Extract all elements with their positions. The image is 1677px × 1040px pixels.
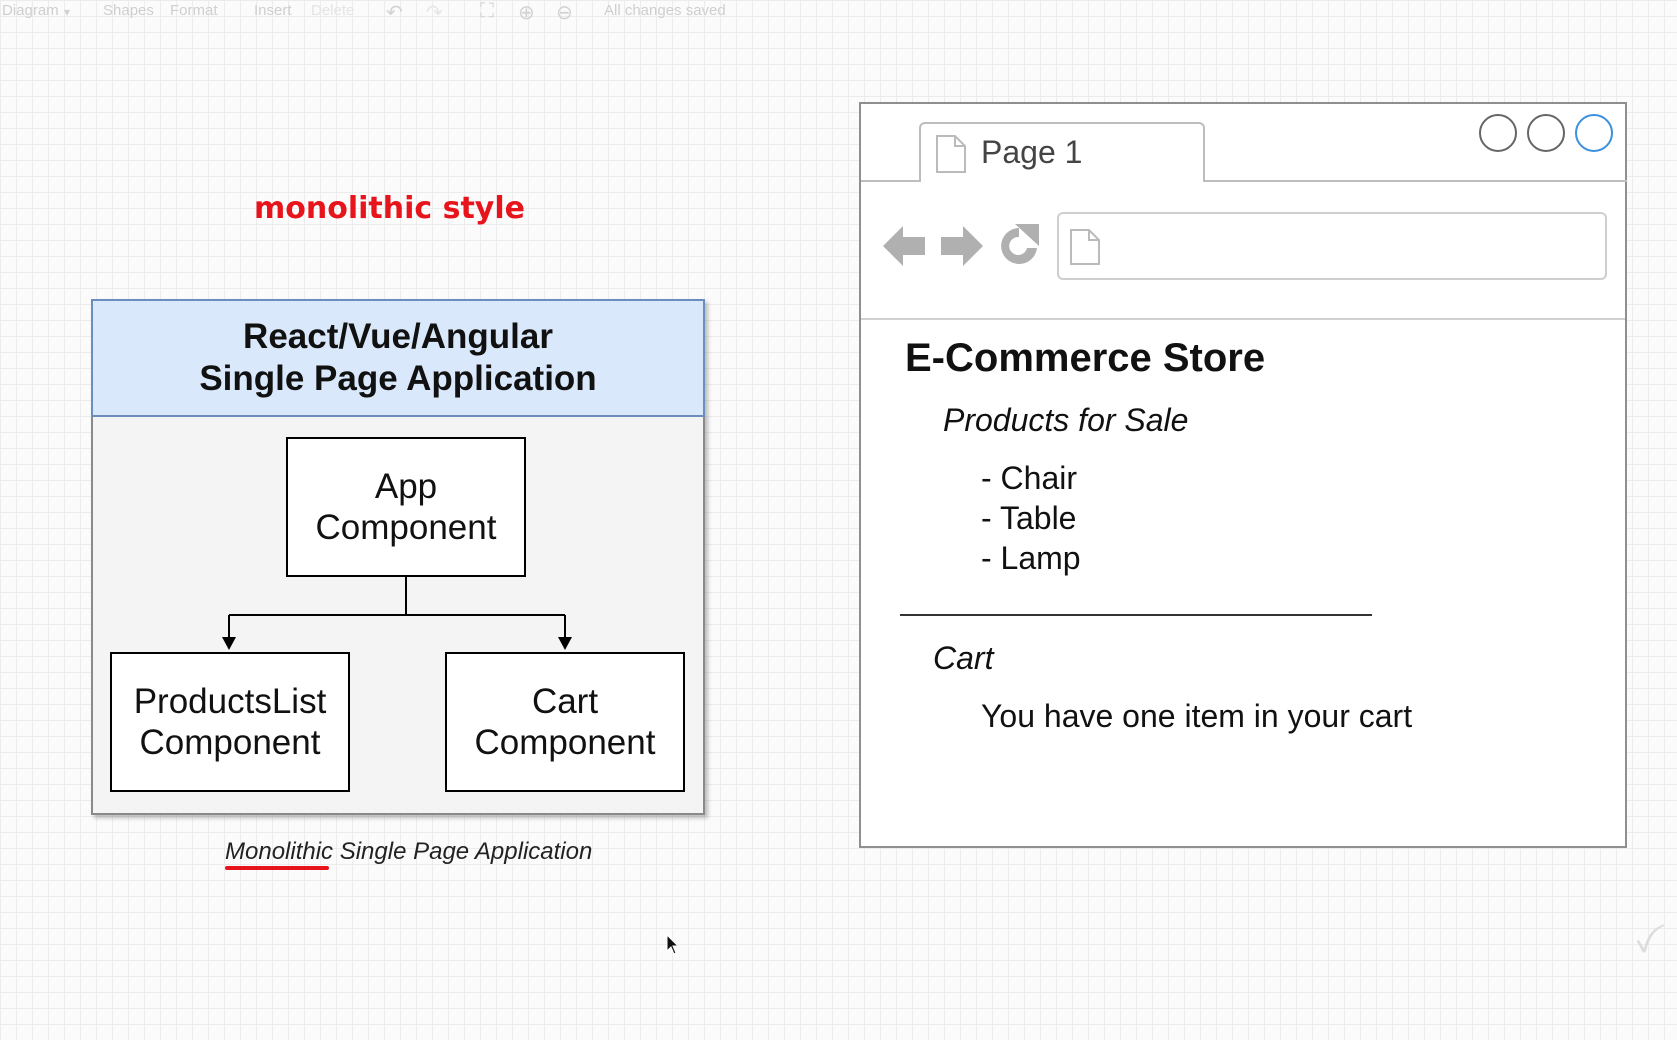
window-button-maximize[interactable] [1575,114,1613,152]
slide-title: monolithic style [254,191,525,226]
document-icon [936,135,966,173]
product-item-chair: - Chair [981,460,1078,496]
content-divider [900,614,1372,616]
zoom-in-icon[interactable]: ⊕ [518,2,535,24]
cart-component-line2: Component [474,723,656,762]
tab-label: Page 1 [981,134,1083,170]
fullscreen-icon[interactable]: ⛶ [480,0,494,22]
navigation-icons [883,224,1039,266]
caption-underline-annotation [225,866,329,870]
spa-header-line2: Single Page Application [199,359,597,398]
zoom-out-icon[interactable]: ⊖ [556,2,573,24]
insert-menu[interactable]: Insert [254,2,292,19]
products-heading: Products for Sale [943,402,1189,438]
app-component-box[interactable]: App Component [286,437,526,577]
product-item-lamp: - Lamp [981,540,1081,576]
tab-page-1[interactable]: Page 1 [919,122,1205,182]
toolbar: Diagram ▾ Shapes Format Insert Delete ↶ … [0,0,1677,24]
forward-arrow-icon[interactable] [941,226,983,266]
mouse-cursor-icon [666,934,680,955]
app-component-line1: App [374,467,438,506]
spa-container[interactable]: React/Vue/Angular Single Page Applicatio… [91,299,705,815]
watermark-logo-icon: ꪜ [1636,932,1652,957]
browser-mockup[interactable]: Page 1 E-Commerce Store Products for Sal… [859,102,1627,848]
save-status: All changes saved [604,2,726,19]
arrow-to-cart [558,637,572,650]
delete-button[interactable]: Delete [311,2,355,19]
tab-baseline-left [861,180,921,182]
cart-heading: Cart [933,640,994,676]
undo-icon[interactable]: ↶ [386,2,403,24]
shapes-menu[interactable]: Shapes [103,2,154,19]
cart-component-line1: Cart [531,682,599,721]
cart-component-box[interactable]: Cart Component [445,652,685,792]
redo-icon[interactable]: ↷ [426,2,443,24]
diagram-menu[interactable]: Diagram [2,2,59,19]
window-button-close[interactable] [1479,114,1517,152]
address-bar[interactable] [1057,212,1607,280]
diagram-caption: Monolithic Single Page Application [225,838,593,865]
back-arrow-icon[interactable] [883,226,925,266]
productslist-component-line1: ProductsList [133,682,327,721]
arrow-to-products [222,637,236,650]
cart-status-text: You have one item in your cart [981,698,1413,734]
productslist-component-line2: Component [139,723,321,762]
productslist-component-box[interactable]: ProductsList Component [110,652,350,792]
document-icon [1070,229,1100,265]
spa-header-line1: React/Vue/Angular [243,317,553,356]
browser-header-divider [861,318,1625,320]
app-component-line2: Component [315,508,497,547]
refresh-icon[interactable] [1001,224,1039,264]
component-connectors [222,577,572,650]
format-menu[interactable]: Format [170,2,218,19]
tab-baseline-right [1203,180,1627,182]
product-item-table: - Table [981,500,1077,536]
store-title: E-Commerce Store [905,336,1266,380]
chevron-down-icon[interactable]: ▾ [64,5,71,19]
spa-header: React/Vue/Angular Single Page Applicatio… [93,301,703,417]
window-button-minimize[interactable] [1527,114,1565,152]
